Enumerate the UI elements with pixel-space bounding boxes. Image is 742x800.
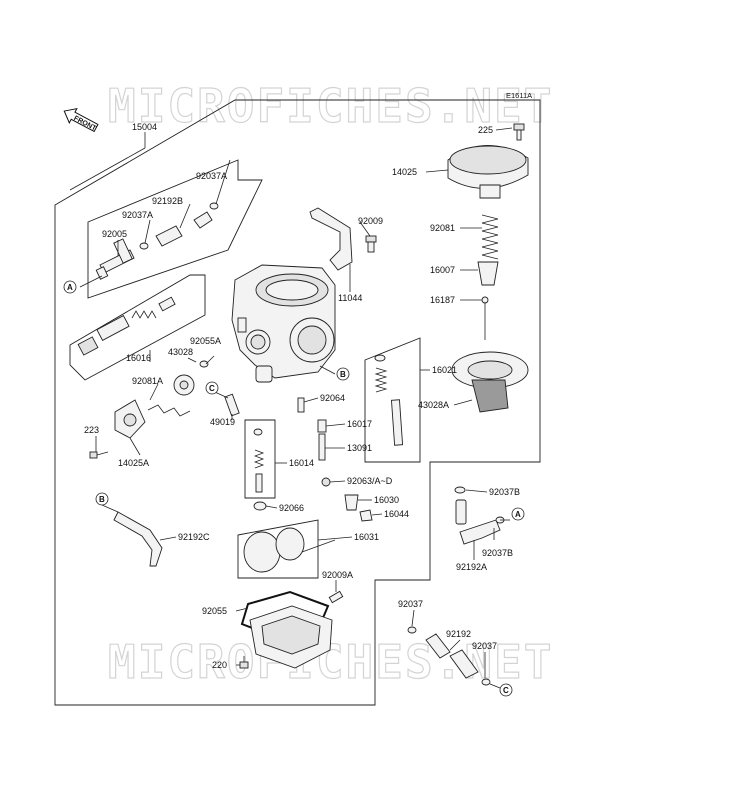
label-92192b: 92192B: [152, 196, 183, 206]
callout-a-right: A: [511, 507, 525, 521]
starter-plunger-part: [77, 296, 176, 356]
label-16016: 16016: [126, 353, 151, 363]
label-92009a: 92009A: [322, 570, 353, 580]
label-15004: 15004: [132, 122, 157, 132]
callout-a-left: A: [63, 280, 77, 294]
leader-lines: [69, 127, 513, 689]
hose-bottom-group: [407, 626, 491, 686]
subgroup-float: [237, 519, 319, 579]
label-13091: 13091: [347, 443, 372, 453]
cover-screw-part: [89, 451, 109, 459]
part-labels: 15004 92037A 92192B 92037A 92005 225 140…: [84, 122, 520, 670]
diaphragm-slide-part: [451, 351, 529, 413]
label-92063: 92063/A~D: [347, 476, 393, 486]
label-220: 220: [212, 660, 227, 670]
pilot-jet-part: [253, 428, 265, 493]
main-jet-holder-part: [317, 419, 327, 461]
slide-spring-part: [481, 214, 499, 260]
label-92055a: 92055A: [190, 336, 221, 346]
label-16014: 16014: [289, 458, 314, 468]
label-92037-left: 92037: [398, 599, 423, 609]
hose-b-group: [454, 486, 505, 545]
valve-seat-part: [359, 509, 373, 522]
label-16187: 16187: [430, 295, 455, 305]
main-jet-part: [321, 477, 331, 487]
callout-c-right: C: [499, 683, 513, 697]
label-92037-right: 92037: [472, 641, 497, 651]
label-16030: 16030: [374, 495, 399, 505]
drain-screw-part: [328, 590, 344, 604]
label-92192c: 92192C: [178, 532, 210, 542]
svg-text:B: B: [99, 495, 105, 504]
label-92192: 92192: [446, 629, 471, 639]
assembly-frame: [54, 99, 541, 706]
label-92037b-top: 92037B: [489, 487, 520, 497]
tube-part: [155, 211, 213, 247]
watermark-top: MICROFICHES.NET: [108, 79, 553, 133]
callout-c-left: C: [205, 381, 219, 395]
label-92081a: 92081A: [132, 376, 163, 386]
label-16044: 16044: [384, 509, 409, 519]
top-cover-part: [447, 145, 529, 199]
label-92055: 92055: [202, 606, 227, 616]
subgroup-needle: [364, 337, 421, 463]
float-part: [243, 527, 336, 573]
label-16031: 16031: [354, 532, 379, 542]
washer-part: [253, 501, 267, 511]
needle-holder-part: [477, 261, 499, 286]
label-43028a: 43028A: [418, 400, 449, 410]
idle-adjust-part: [224, 393, 240, 417]
svg-text:A: A: [67, 283, 73, 292]
subgroup-hose-fitting: [87, 159, 263, 299]
small-spring-part: [147, 404, 191, 417]
label-14025: 14025: [392, 167, 417, 177]
front-arrow-icon: FRONT: [63, 108, 99, 133]
label-92037a-top: 92037A: [196, 171, 227, 181]
needle-jet-part: [374, 354, 404, 446]
label-223: 223: [84, 425, 99, 435]
callout-b-left: B: [95, 492, 109, 506]
label-225: 225: [478, 125, 493, 135]
hose-fitting-part: [95, 238, 135, 280]
small-cover-part: [114, 399, 146, 439]
callout-b-body: B: [336, 367, 350, 381]
diagram-code: E1611A: [506, 91, 532, 100]
float-valve-part: [344, 494, 359, 511]
label-92064: 92064: [320, 393, 345, 403]
svg-text:A: A: [515, 510, 521, 519]
label-92037a-mid: 92037A: [122, 210, 153, 220]
label-92009: 92009: [358, 216, 383, 226]
jet-needle-part: [481, 296, 489, 340]
svg-text:B: B: [340, 370, 346, 379]
air-cut-diaphragm-part: [173, 360, 209, 396]
label-92066: 92066: [279, 503, 304, 513]
label-92037b-bot: 92037B: [482, 548, 513, 558]
svg-text:C: C: [503, 686, 509, 695]
label-92005: 92005: [102, 229, 127, 239]
carburetor-body-part: [231, 264, 336, 383]
svg-text:C: C: [209, 384, 215, 393]
label-16017: 16017: [347, 419, 372, 429]
label-16021: 16021: [432, 365, 457, 375]
float-bowl-part: [249, 605, 333, 669]
hose-c-part: [113, 511, 163, 567]
label-43028: 43028: [168, 347, 193, 357]
screw-top-part: [513, 123, 525, 141]
label-92081: 92081: [430, 223, 455, 233]
label-92192a: 92192A: [456, 562, 487, 572]
label-14025a: 14025A: [118, 458, 149, 468]
screw-part: [365, 235, 377, 253]
clip-part: [139, 202, 219, 250]
pilot-screw-part: [297, 397, 305, 413]
subgroup-pilot-jet: [244, 419, 276, 499]
subgroup-starter-plunger: [69, 274, 206, 381]
label-16007: 16007: [430, 265, 455, 275]
label-11044: 11044: [338, 293, 362, 303]
label-49019: 49019: [210, 417, 235, 427]
bracket-part: [309, 207, 353, 271]
